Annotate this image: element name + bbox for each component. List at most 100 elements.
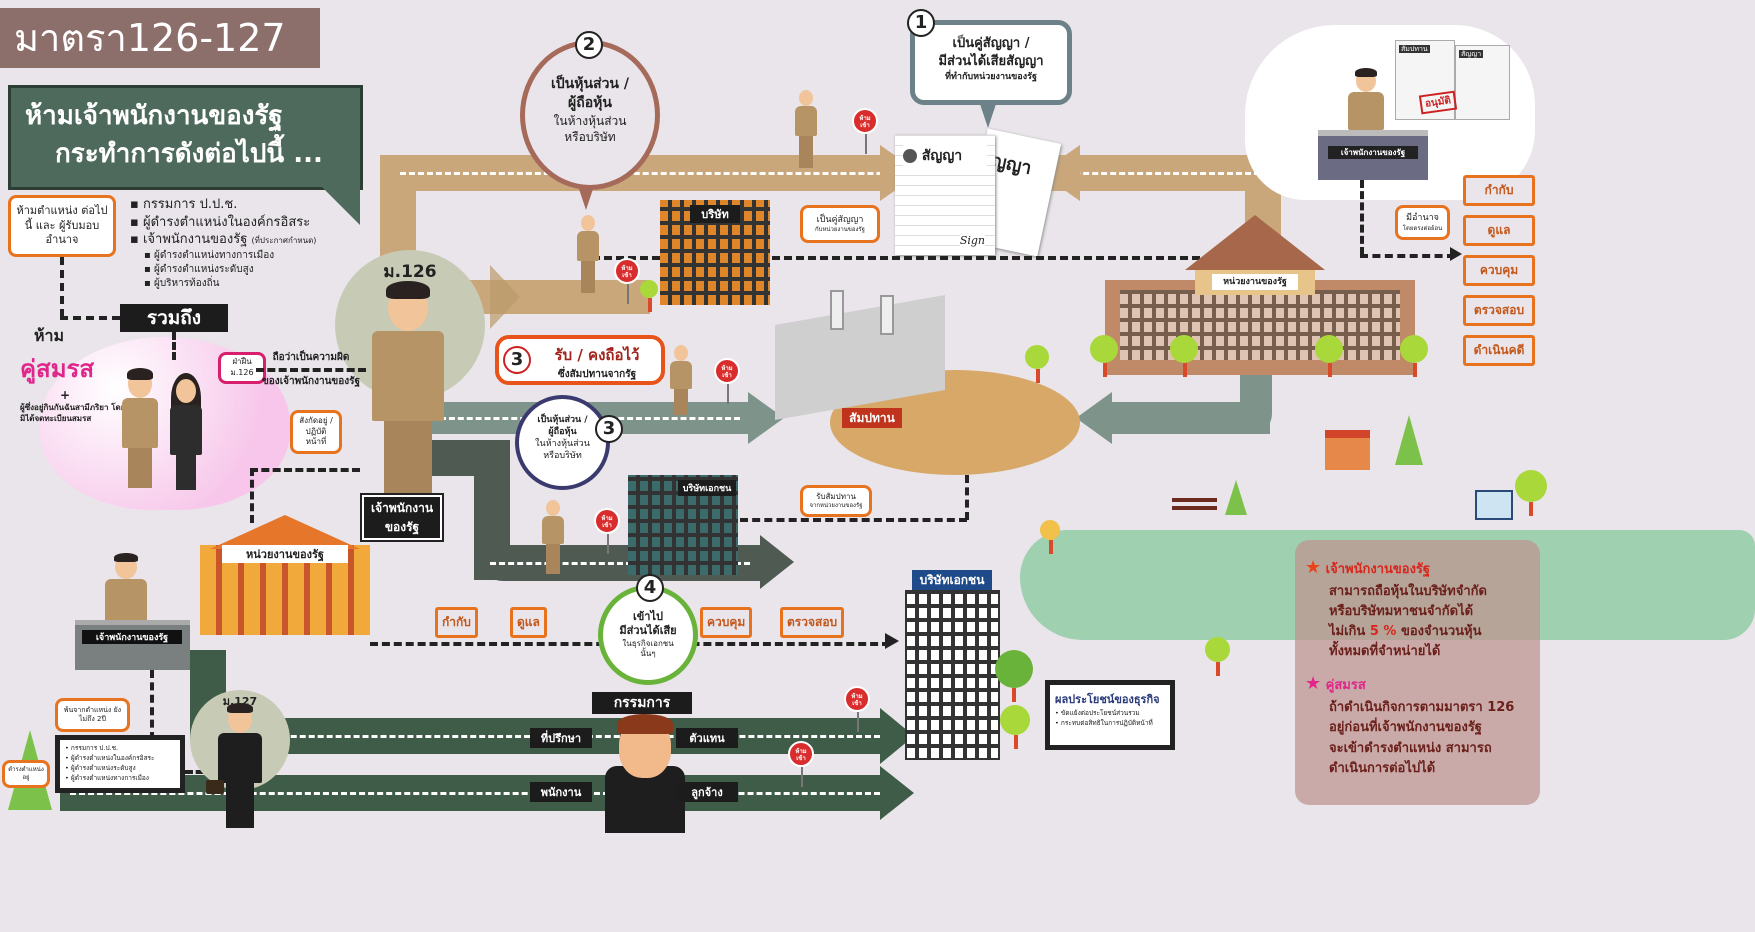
board-item: • ผู้ดำรงตำแหน่งทางการเมือง (65, 774, 149, 783)
company-label: บริษัท (690, 205, 740, 223)
left-desk-label: เจ้าพนักงานของรัฐ (82, 630, 182, 644)
offence-note: ถือว่าเป็นความผิดของเจ้าพนักงานของรัฐ (256, 348, 366, 392)
section126-label: ม.126 (383, 262, 437, 282)
item2-bubble: 2 เป็นหุ้นส่วน /ผู้ถือหุ้นในห้างหุ้นส่วน… (520, 31, 660, 190)
document-icon: สัมปทาน (1395, 40, 1455, 120)
tree-icon (1205, 637, 1230, 676)
benefit-board: ผลประโยชน์ของธุรกิจ • ขัดแย้งต่อประโยชน์… (1045, 680, 1175, 750)
pine-tree-icon (1395, 415, 1423, 465)
wife-figure (168, 373, 204, 490)
header-line1: ห้ามเจ้าพนักงานของรัฐ (25, 101, 283, 131)
page-title: มาตรา126-127 (0, 8, 320, 68)
holding-bubble: ดำรงตำแหน่ง อยู่ (2, 760, 50, 788)
private-company-label: บริษัทเอกชน (678, 480, 736, 496)
power-label: ตรวจสอบ (1463, 295, 1535, 326)
desk-left (75, 620, 190, 670)
item3a-bubble: 3 รับ / คงถือไว้ซึ่งสัมปทานจากรัฐ (495, 335, 665, 385)
left-board: • กรรมการ ป.ป.ช. • ผู้ดำรงตำแหน่งในองค์กร… (55, 735, 185, 793)
sub-position-item: ▪ ผู้ดำรงตำแหน่งระดับสูง (144, 263, 254, 275)
includes-label: รวมถึง (120, 304, 228, 332)
contract-bubble: เป็นคู่สัญญากับหน่วยงานของรัฐ (800, 205, 880, 243)
tree-icon (640, 280, 658, 312)
positions-list: ▪ กรรมการ ป.ป.ช. ▪ ผู้ดำรงตำแหน่งในองค์ก… (130, 196, 316, 291)
no-entry-sign: ห้าม เข้า (714, 358, 740, 404)
power-label: กำกับ (1463, 175, 1535, 206)
arrow-icon (760, 535, 794, 589)
power-label: ดำเนินคดี (1463, 335, 1535, 366)
arrow-icon (880, 766, 914, 820)
desk-label: เจ้าพนักงานของรัฐ (1328, 146, 1418, 159)
smokestack (830, 290, 844, 330)
position-item: ▪ กรรมการ ป.ป.ช. (130, 197, 238, 212)
authority-bubble: มีอำนาจโดยตรงต่อย้อน (1395, 205, 1450, 240)
officer-figure-small (668, 345, 694, 415)
no-entry-sign: ห้าม เข้า (852, 108, 878, 154)
shop-icon (1325, 430, 1370, 470)
tree-icon (1090, 335, 1118, 377)
powers-list: กำกับ ดูแล ควบคุม ตรวจสอบ ดำเนินคดี (1463, 175, 1535, 366)
contract-doc: สัญญา Sign (895, 135, 995, 255)
board-item: • ผู้ดำรงตำแหน่งระดับสูง (65, 764, 136, 773)
seal-icon (903, 149, 917, 163)
no-entry-sign: ห้าม เข้า (844, 686, 870, 732)
gray-road-right-up (1240, 370, 1272, 434)
bottom-power-label: ตรวจสอบ (780, 607, 845, 638)
role-label: ลูกจ้าง (676, 782, 738, 802)
position-item: ▪ เจ้าพนักงานของรัฐ (ที่ประกาศกำหนด) (130, 232, 317, 248)
header-line2: กระทำการดังต่อไปนี้ ... (55, 138, 323, 169)
tree-icon (1000, 705, 1030, 749)
role-label: พนักงาน (530, 782, 592, 802)
officer-figure-small (793, 90, 819, 170)
board-item: • กรรมการ ป.ป.ช. (65, 744, 119, 752)
gov-building-roof (1185, 215, 1325, 270)
officer-figure-small (575, 215, 601, 295)
tree-icon (995, 650, 1033, 702)
officer-at-desk (1348, 68, 1384, 130)
affiliated-bubble: สังกัดอยู่ / ปฏิบัติหน้าที่ (290, 410, 342, 454)
arrow-icon (490, 265, 520, 329)
private-company-label-2: บริษัทเอกชน (912, 570, 992, 590)
star-icon: ★ (1305, 673, 1322, 695)
tree-icon (1025, 345, 1049, 383)
item1-bubble: 1 เป็นคู่สัญญา /มีส่วนได้เสียสัญญาที่ทำก… (907, 9, 1072, 105)
tree-icon (1400, 335, 1428, 377)
officer-figure-small (540, 500, 566, 575)
officer-label: เจ้าพนักงาน ของรัฐ (360, 493, 444, 542)
smokestack (880, 295, 894, 335)
sub-position-item: ▪ ผู้บริหารท้องถิ่น (144, 277, 220, 289)
private-company-building-2 (905, 590, 1000, 760)
prohibited-bubble: ห้ามตำแหน่ง ต่อไปนี้ และ ผู้รับมอบอำนาจ (8, 195, 116, 257)
house-icon (1475, 490, 1513, 520)
director-label: กรรมการ (592, 692, 692, 714)
husband-figure (120, 368, 160, 490)
role-label: ตัวแทน (676, 728, 738, 748)
concession-label: สัมปทาน (842, 408, 902, 428)
position-item: ▪ ผู้ดำรงตำแหน่งในองค์กรอิสระ (130, 214, 311, 230)
businessman-face (605, 714, 685, 833)
board-item: • ผู้ดำรงตำแหน่งในองค์กรอิสระ (65, 754, 155, 763)
bench-icon (1172, 498, 1217, 510)
arrow-icon (1076, 392, 1112, 444)
tree-icon (1170, 335, 1198, 377)
bottom-power-label: ดูแล (510, 607, 547, 638)
info-box: ★ เจ้าพนักงานของรัฐ สามารถถือหุ้นในบริษั… (1295, 540, 1540, 805)
plus-sign: + (60, 388, 71, 402)
officer-figure (368, 281, 448, 500)
bottom-power-label: ควบคุม (700, 607, 753, 638)
spouse-title: คู่สมรส (20, 355, 95, 383)
company-building (660, 200, 770, 305)
no-entry-sign: ห้าม เข้า (594, 508, 620, 554)
tree-icon (1315, 335, 1343, 377)
tree-icon (1040, 520, 1060, 554)
signature: Sign (959, 234, 985, 247)
pine-tree-icon (1225, 480, 1247, 515)
power-label: ดูแล (1463, 215, 1535, 246)
no-entry-sign: ห้าม เข้า (788, 741, 814, 787)
gov-right-label: หน่วยงานของรัฐ (1212, 274, 1298, 290)
sub-position-item: ▪ ผู้ดำรงตำแหน่งทางการเมือง (144, 249, 275, 261)
retired-bubble: พ้นจากตำแหน่ง ยังไม่ถึง 2ปี (55, 698, 130, 732)
officer-at-desk-left (105, 553, 147, 625)
tree-icon (1515, 470, 1547, 516)
no-entry-sign: ห้าม เข้า (614, 258, 640, 304)
header-box: ห้ามเจ้าพนักงานของรัฐ กระทำการดังต่อไปนี… (8, 85, 363, 190)
